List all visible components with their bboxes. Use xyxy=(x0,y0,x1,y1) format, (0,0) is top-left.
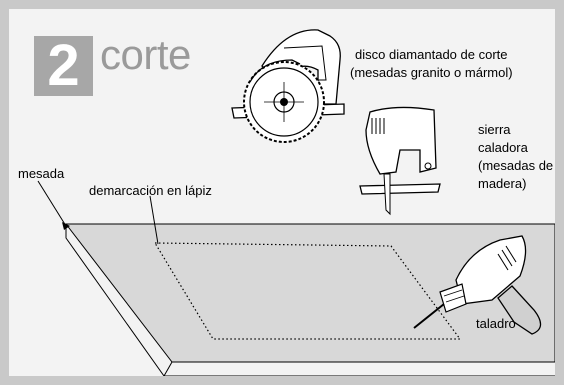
countertop-slab xyxy=(64,223,555,376)
jigsaw-label-4: madera) xyxy=(478,176,527,191)
circular-saw-label-2: (mesadas granito o mármol) xyxy=(350,65,513,80)
pencil-mark-label: demarcación en lápiz xyxy=(89,183,212,198)
drill-label: taladro xyxy=(476,316,516,331)
step-title: corte xyxy=(100,31,191,78)
countertop-label: mesada xyxy=(18,166,65,181)
countertop-leader xyxy=(37,180,67,227)
jigsaw-label-1: sierra xyxy=(478,122,511,137)
step-number-badge: 2 xyxy=(34,36,93,96)
drill-icon xyxy=(413,235,542,335)
jigsaw-label-2: caladora xyxy=(478,140,528,155)
pencil-leader xyxy=(149,195,159,245)
circular-saw-label-1: disco diamantado de corte xyxy=(355,47,508,62)
pencil-outline xyxy=(153,242,462,340)
illustration xyxy=(37,29,555,376)
circular-saw-icon xyxy=(231,29,345,143)
jigsaw-icon xyxy=(359,106,441,216)
jigsaw-label-3: (mesadas de xyxy=(478,158,554,173)
